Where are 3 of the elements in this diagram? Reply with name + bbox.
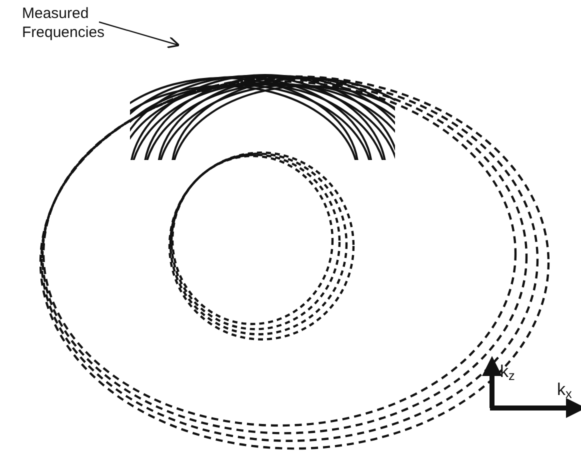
leader-line bbox=[98, 21, 180, 48]
callout-text: Measured Frequencies bbox=[22, 4, 106, 42]
axis-label: k$_{x}$ bbox=[557, 380, 572, 400]
